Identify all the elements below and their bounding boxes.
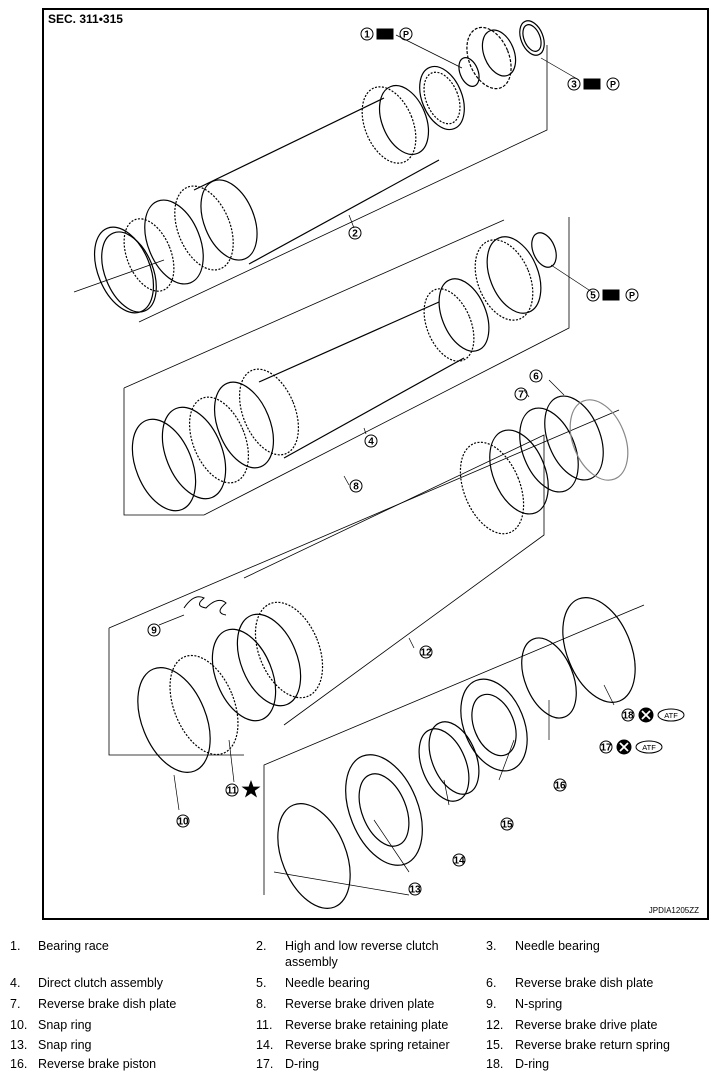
diagram-frame: SEC. 311•315 (42, 8, 709, 920)
petroleum-jelly-icon (625, 288, 639, 302)
callout-10: 10 (177, 817, 189, 828)
callout-15: 15 (501, 820, 513, 831)
exploded-view-drawing: 1 3 2 5 6 7 4 8 9 12 18 17 16 1 (73, 20, 685, 909)
svg-text:ATF: ATF (642, 743, 656, 752)
callout-9: 9 (151, 626, 157, 637)
callout-11: 11 (227, 786, 238, 797)
grease-icon (376, 28, 394, 40)
callout-17: 17 (600, 743, 612, 754)
callout-4: 4 (368, 437, 374, 448)
callout-18: 18 (622, 711, 634, 722)
callout-14: 14 (453, 856, 465, 867)
callout-7: 7 (518, 390, 524, 401)
callout-16: 16 (554, 781, 566, 792)
callout-3: 3 (571, 80, 577, 91)
grease-icon (583, 78, 601, 90)
clutch-assembly-4-group (123, 217, 593, 516)
svg-text:P: P (629, 291, 635, 301)
clutch-assembly-2-group (73, 20, 580, 323)
petroleum-jelly-icon (606, 77, 620, 91)
svg-text:P: P (610, 80, 616, 90)
petroleum-jelly-icon (399, 27, 413, 41)
symbols: P P P ATF ATF (241, 27, 685, 798)
callout-5: 5 (590, 291, 596, 302)
section-label: SEC. 311•315 (48, 12, 123, 26)
grease-icon (602, 289, 620, 301)
figure-code: JPDIA1205ZZ (648, 906, 699, 915)
star-icon (241, 780, 261, 798)
svg-text:ATF: ATF (664, 711, 678, 720)
atf-icon (635, 740, 663, 754)
reverse-brake-group (108, 379, 629, 811)
callouts: 1 3 2 5 6 7 4 8 9 12 18 17 16 1 (147, 27, 635, 896)
callout-1: 1 (364, 30, 370, 41)
callout-12: 12 (420, 648, 432, 659)
callout-2: 2 (352, 229, 358, 240)
callout-13: 13 (409, 885, 421, 896)
atf-icon (657, 708, 685, 722)
piston-group (263, 597, 645, 909)
svg-text:P: P (403, 30, 409, 40)
callout-8: 8 (353, 482, 359, 493)
callout-6: 6 (533, 372, 539, 383)
